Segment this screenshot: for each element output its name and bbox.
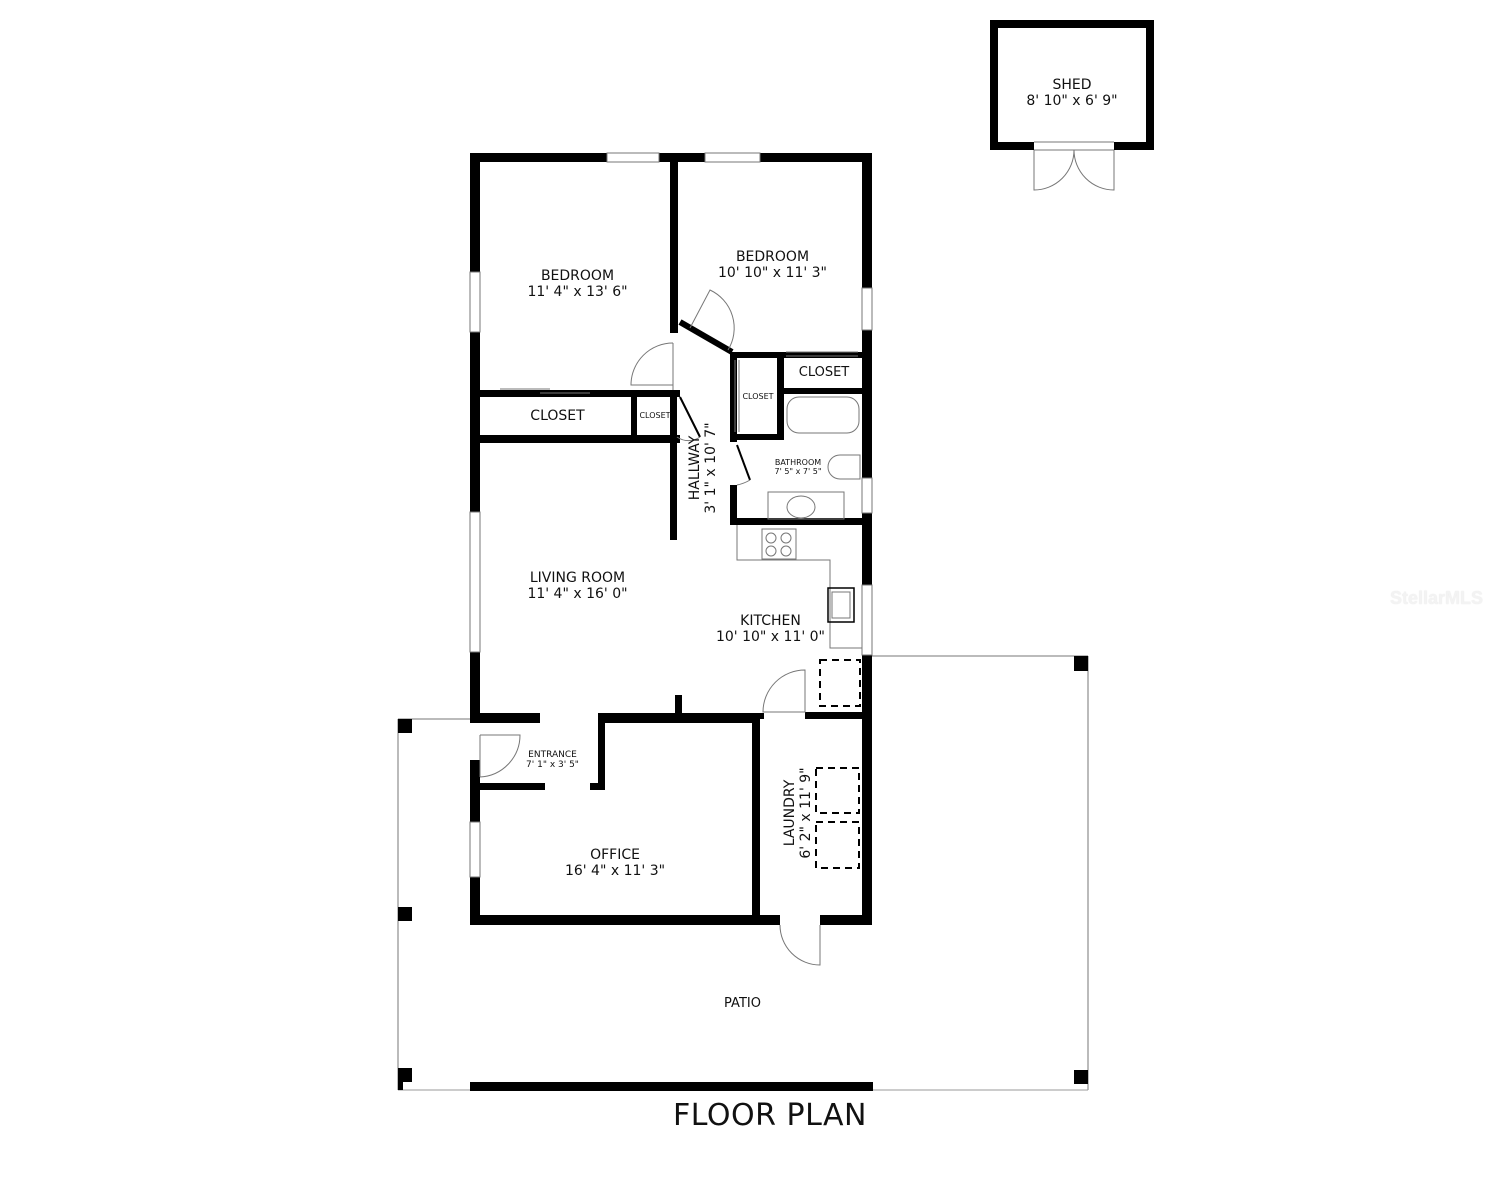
room-dimensions: 10' 10" x 11' 3" bbox=[717, 265, 827, 282]
room-name: KITCHEN bbox=[740, 613, 801, 629]
washer-icon bbox=[815, 767, 860, 814]
room-name: LIVING ROOM bbox=[529, 570, 626, 586]
fixtures bbox=[736, 396, 862, 869]
room-name: OFFICE bbox=[590, 847, 640, 863]
room-name: BATHROOM bbox=[774, 458, 822, 467]
room-label-living-room: LIVING ROOM 11' 4" x 16' 0" bbox=[505, 570, 650, 602]
watermark: StellarMLS bbox=[1390, 588, 1484, 608]
room-dimensions: 10' 10" x 11' 0" bbox=[715, 629, 825, 646]
room-name: CLOSET bbox=[530, 408, 585, 424]
patio-structure bbox=[397, 655, 1089, 1091]
room-name: CLOSET bbox=[639, 411, 671, 420]
room-name: LAUNDRY bbox=[782, 779, 798, 847]
room-label-bathroom: BATHROOM 7' 5" x 7' 5" bbox=[762, 458, 834, 476]
room-label-closet-1: CLOSET bbox=[505, 408, 610, 424]
room-label-closet-3: CLOSET bbox=[738, 392, 778, 401]
stove-icon bbox=[761, 528, 797, 560]
windows bbox=[469, 152, 873, 878]
bathtub-icon bbox=[786, 396, 860, 434]
room-name: HALLWAY bbox=[687, 435, 703, 501]
room-name: SHED bbox=[1052, 77, 1092, 93]
room-dimensions: 3' 1" x 10' 7" bbox=[703, 422, 720, 514]
room-label-patio: PATIO bbox=[700, 996, 785, 1012]
room-label-closet-4: CLOSET bbox=[790, 365, 858, 381]
room-label-laundry: LAUNDRY 6' 2" x 11' 9" bbox=[782, 758, 818, 868]
sink-icon bbox=[786, 495, 816, 519]
room-name: CLOSET bbox=[742, 392, 774, 401]
room-label-shed: SHED 8' 10" x 6' 9" bbox=[1020, 77, 1124, 109]
room-dimensions: 16' 4" x 11' 3" bbox=[564, 863, 666, 880]
page-title: FLOOR PLAN bbox=[673, 1098, 867, 1133]
shed-structure bbox=[990, 20, 1154, 191]
room-label-entrance: ENTRANCE 7' 1" x 3' 5" bbox=[510, 750, 595, 771]
room-name: ENTRANCE bbox=[528, 750, 577, 760]
room-name: PATIO bbox=[724, 996, 761, 1011]
room-label-closet-2: CLOSET bbox=[636, 411, 674, 420]
dryer-icon bbox=[815, 821, 860, 869]
room-dimensions: 8' 10" x 6' 9" bbox=[1026, 93, 1118, 110]
room-label-bedroom-2: BEDROOM 10' 10" x 11' 3" bbox=[700, 249, 845, 281]
room-name: BEDROOM bbox=[735, 249, 810, 265]
kitchen-sink-icon bbox=[827, 587, 855, 623]
room-dimensions: 7' 5" x 7' 5" bbox=[774, 467, 822, 477]
room-label-hallway: HALLWAY 3' 1" x 10' 7" bbox=[687, 413, 723, 523]
room-dimensions: 11' 4" x 13' 6" bbox=[527, 284, 628, 301]
room-label-bedroom-1: BEDROOM 11' 4" x 13' 6" bbox=[505, 268, 650, 300]
room-label-office: OFFICE 16' 4" x 11' 3" bbox=[545, 847, 685, 879]
refrigerator-icon bbox=[819, 659, 861, 707]
room-dimensions: 7' 1" x 3' 5" bbox=[526, 760, 579, 771]
room-name: CLOSET bbox=[798, 365, 850, 380]
room-name: BEDROOM bbox=[540, 268, 615, 284]
doors bbox=[479, 289, 858, 966]
room-label-kitchen: KITCHEN 10' 10" x 11' 0" bbox=[698, 613, 843, 645]
toilet-icon bbox=[827, 454, 861, 480]
room-dimensions: 6' 2" x 11' 9" bbox=[798, 767, 815, 859]
room-dimensions: 11' 4" x 16' 0" bbox=[527, 586, 628, 603]
